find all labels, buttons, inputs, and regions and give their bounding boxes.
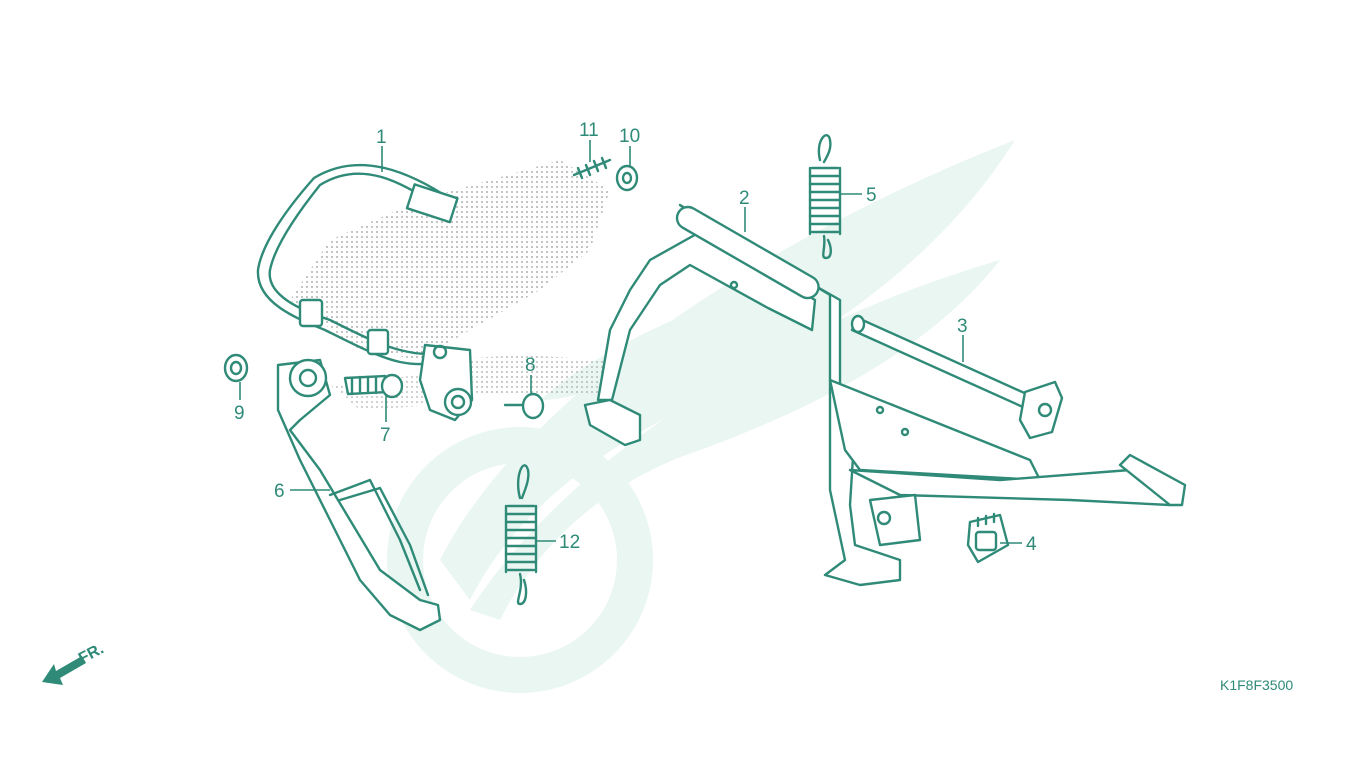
callout-5: 5 bbox=[866, 185, 877, 206]
washer-9 bbox=[223, 353, 249, 383]
side-stand-switch-harness bbox=[256, 163, 474, 422]
front-arrow-icon bbox=[42, 656, 86, 685]
honda-wing-watermark bbox=[387, 140, 1015, 693]
side-stand bbox=[276, 358, 442, 632]
stand-stopper-rubber bbox=[966, 512, 1010, 564]
leader-lines bbox=[239, 140, 1022, 544]
diagram-code: K1F8F3500 bbox=[1220, 677, 1293, 693]
callout-4: 4 bbox=[1026, 534, 1037, 555]
main-stand-pivot-shaft bbox=[850, 314, 1064, 440]
callout-3: 3 bbox=[957, 316, 968, 337]
callout-6: 6 bbox=[274, 481, 285, 502]
side-stand-pivot-bolt bbox=[343, 373, 404, 399]
callout-12: 12 bbox=[559, 532, 580, 553]
callout-9: 9 bbox=[234, 403, 245, 424]
callout-7: 7 bbox=[380, 425, 391, 446]
callout-11: 11 bbox=[579, 120, 599, 141]
pivot-nut bbox=[503, 392, 545, 420]
callout-2: 2 bbox=[739, 188, 750, 209]
side-stand-spring bbox=[504, 464, 538, 606]
front-direction-indicator: FR. bbox=[42, 640, 107, 685]
main-stand-spring bbox=[808, 134, 842, 260]
tapping-screw bbox=[572, 156, 612, 180]
callout-10: 10 bbox=[619, 126, 640, 147]
main-stand bbox=[583, 203, 1187, 587]
washer-10 bbox=[615, 164, 639, 192]
callout-8: 8 bbox=[525, 355, 536, 376]
callout-1: 1 bbox=[376, 127, 387, 148]
